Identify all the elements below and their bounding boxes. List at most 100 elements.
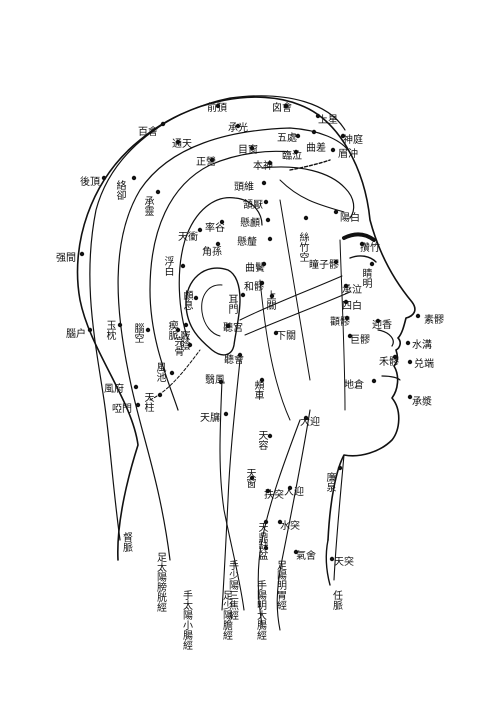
acupoint-label-chengqi: 承泣 — [342, 283, 362, 296]
ren-line — [333, 454, 345, 581]
meridian-label-stomach: 足陽明胃經 — [275, 560, 287, 610]
acupoint-dot-heliao — [259, 280, 265, 286]
acupoint-dot-muchuang — [249, 145, 255, 151]
acupoint-label-jingming: 睛明 — [360, 268, 372, 289]
acupoint-label-chengling: 承靈 — [142, 196, 154, 216]
acupoint-label-futu: 扶突 — [264, 488, 284, 501]
acupoint-dot-xuanli — [267, 236, 273, 242]
acupoint-label-heliao2: 禾髎 — [379, 356, 399, 368]
acupoint-dot-qishe — [293, 549, 299, 555]
acupoint-label-benshen: 本神 — [253, 159, 273, 172]
stomach-neck-line — [276, 409, 311, 631]
meridian-label-sanjiao: 手少陽三焦經 — [227, 559, 239, 620]
acupoint-dot-tongziliao — [333, 259, 339, 265]
stomach-meridian-head-line — [261, 166, 355, 219]
acupoint-dot-jingming — [369, 261, 375, 267]
acupoint-label-yamen: 啞門 — [112, 403, 132, 415]
acupoint-label-fengfu: 風府 — [104, 382, 124, 395]
acupoint-dot-qiangjian — [79, 251, 85, 257]
acupoint-dot-xuanlu — [265, 217, 271, 223]
acupoint-dot-xinhui — [283, 103, 289, 109]
acupoint-label-tiantu: 天突 — [334, 555, 354, 568]
acupoint-label-yuzhen: 玉枕 — [104, 320, 116, 341]
acupoint-dot-chengling — [155, 189, 161, 195]
acupoint-label-tianrong: 天容 — [256, 430, 268, 451]
acupoint-label-luxi: 顱息 — [181, 289, 193, 310]
acupoint-dot-tongtian — [175, 139, 181, 145]
acupoint-label-jiache: 頰車 — [252, 379, 264, 401]
acupoint-label-tongziliao: 瞳子髎 — [309, 258, 339, 271]
mouth — [381, 375, 401, 381]
meridian-label-large_intestine: 手陽明大腸經 — [255, 579, 267, 640]
acupoint-label-tianchuang: 天窗 — [244, 468, 256, 489]
acupoint-label-touqiaoyin: 竅陰 — [178, 329, 190, 351]
acupoint-label-yangbai: 陽白 — [340, 211, 360, 224]
acupoint-dot-naokong — [145, 327, 151, 333]
acupoint-label-chengguang: 承光 — [228, 121, 248, 134]
acupoint-dot-tianyou — [223, 411, 229, 417]
acupoint-label-daying: 大迎 — [300, 415, 320, 428]
acupoint-label-wangu: 完骨 — [172, 335, 184, 356]
acupoint-label-shangguan: 上關 — [264, 290, 276, 311]
acupoint-label-zanzhu: 攢竹 — [360, 241, 380, 254]
acupoint-dot-yifeng — [218, 379, 224, 385]
temple-dashed-line — [289, 159, 331, 171]
acupoint-label-qiangjian: 强間 — [56, 252, 76, 264]
acupoint-label-zhengying: 正營 — [196, 155, 216, 168]
acupoint-dot-hanyan — [263, 199, 269, 205]
acupoint-label-xuanlu: 懸顱 — [240, 216, 260, 229]
acupoint-label-suliao: 素髎 — [424, 313, 444, 326]
acupoint-label-shuigou: 水溝 — [412, 338, 432, 351]
acupoint-dot-wuchu — [295, 133, 301, 139]
acupoint-dot-zhengying — [209, 157, 215, 163]
acupoint-dot-tinghui — [237, 352, 243, 358]
acupoint-dot-renying — [287, 485, 293, 491]
acupoint-label-naokong: 腦空 — [132, 322, 144, 343]
acupoint-dot-qucha — [311, 129, 317, 135]
acupoint-label-baihui: 百會 — [138, 125, 158, 138]
acupoint-dot-dicang — [371, 378, 377, 384]
acupoint-label-chengjiang: 承漿 — [412, 395, 432, 408]
acupoint-label-yingxiang: 迎香 — [372, 319, 392, 331]
acupoint-dot-houding — [101, 175, 107, 181]
acupoint-label-tianzhu: 天柱 — [142, 392, 154, 413]
acupoint-dot-shangguan — [269, 293, 275, 299]
acupoint-dot-luxi — [193, 295, 199, 301]
acupoint-label-yifeng: 翳風 — [205, 374, 225, 386]
small-intestine-line — [221, 359, 241, 611]
acupoint-dot-chengguang — [235, 123, 241, 129]
large-intestine-line — [257, 419, 301, 626]
acupoint-dot-shenting — [340, 133, 346, 139]
acupoint-label-wuchu: 五處 — [277, 131, 297, 144]
acupoint-dot-tianzhu — [157, 392, 163, 398]
sanjiao-line — [219, 379, 245, 611]
gallbladder-meridian-line-inner — [178, 197, 263, 341]
ear-outline — [185, 267, 241, 356]
acupoint-dot-juliao — [347, 333, 353, 339]
acupoint-dot-yangbai — [333, 209, 339, 215]
acupoint-label-shuaigu: 率谷 — [205, 221, 225, 234]
neck-front — [325, 539, 331, 586]
acupoint-label-meichong: 眉沖 — [338, 147, 358, 160]
acupoint-label-naohu: 腦户 — [66, 327, 86, 340]
acupoint-dot-wangu — [187, 342, 193, 348]
bladder-meridian-line — [117, 127, 349, 561]
acupoint-dot-shuitu — [277, 519, 283, 525]
acupoint-dot-sizhukong — [303, 215, 309, 221]
acupoints-layer — [79, 103, 421, 562]
acupoint-label-fengchi: 風池 — [154, 362, 166, 382]
head-outline — [76, 96, 416, 561]
acupoint-label-xinhui: 囟會 — [272, 101, 292, 114]
acupoint-label-dicang: 地倉 — [344, 378, 364, 391]
acupoint-label-duiduan: 兑端 — [414, 357, 434, 370]
meridian-label-bladder: 足太陽膀胱經 — [155, 552, 167, 612]
acupoint-label-hanyan: 頷厭 — [243, 198, 263, 211]
acupoint-label-quepen: 缺盆 — [256, 539, 268, 560]
acupoint-label-sibai: 四白 — [342, 299, 362, 312]
acupoint-dot-suliao — [415, 313, 421, 319]
face-line-2 — [244, 291, 351, 336]
acupoint-dot-ermen — [240, 292, 246, 298]
acupoint-dot-chimai — [183, 322, 189, 328]
acupoint-label-qucha: 曲差 — [306, 141, 326, 154]
